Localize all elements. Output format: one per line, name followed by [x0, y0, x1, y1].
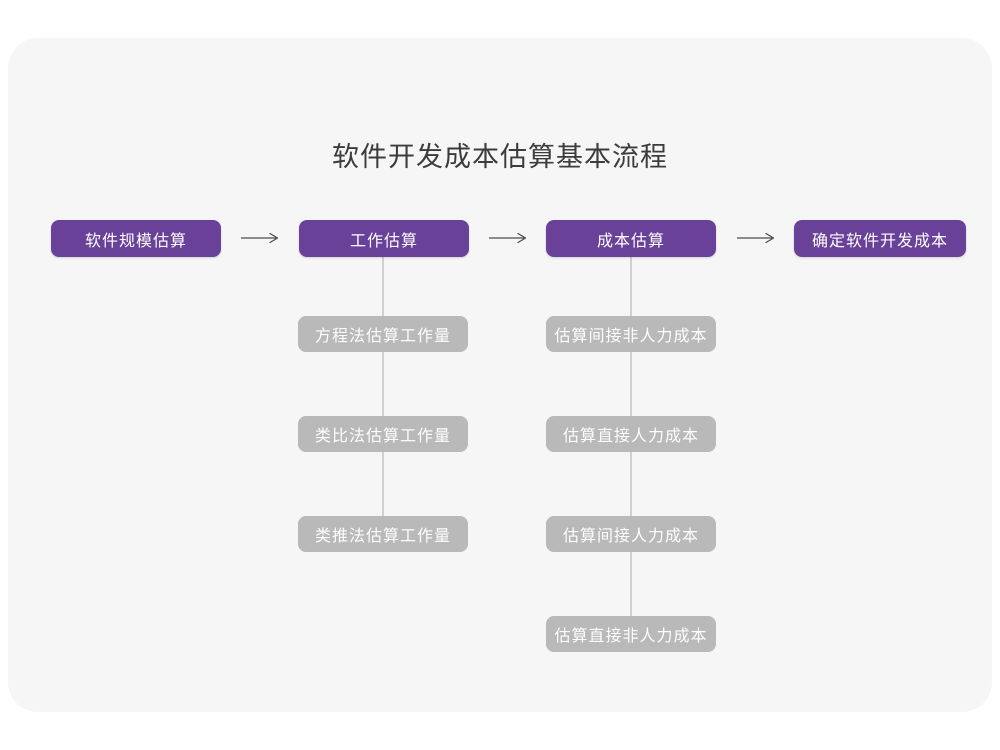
connector-line-work-branch	[382, 257, 384, 519]
flowchart-canvas: 软件开发成本估算基本流程 软件规模估算 工作估算 成本估算 确定软件开发成本 方…	[8, 38, 992, 712]
node-software-scale-estimation: 软件规模估算	[51, 220, 221, 257]
node-direct-nonlabor-cost: 估算直接非人力成本	[546, 616, 716, 652]
node-cost-estimation: 成本估算	[546, 220, 716, 257]
node-extrapolation-method: 类推法估算工作量	[298, 516, 468, 552]
node-analogy-method: 类比法估算工作量	[298, 416, 468, 452]
node-determine-dev-cost: 确定软件开发成本	[794, 220, 966, 257]
node-indirect-nonlabor-cost: 估算间接非人力成本	[546, 316, 716, 352]
diagram-title: 软件开发成本估算基本流程	[332, 142, 668, 172]
arrow-right-icon	[737, 232, 775, 244]
arrow-right-icon	[489, 232, 527, 244]
node-equation-method: 方程法估算工作量	[298, 316, 468, 352]
node-work-estimation: 工作估算	[299, 220, 469, 257]
node-direct-labor-cost: 估算直接人力成本	[546, 416, 716, 452]
node-indirect-labor-cost: 估算间接人力成本	[546, 516, 716, 552]
arrow-right-icon	[241, 232, 279, 244]
